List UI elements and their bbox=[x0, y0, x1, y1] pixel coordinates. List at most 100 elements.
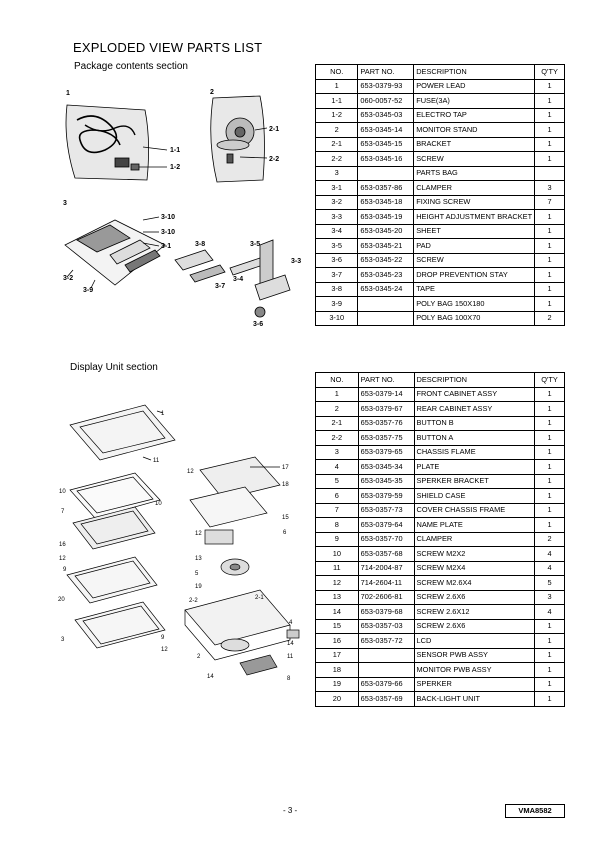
cell-part-no: 653-0345-14 bbox=[357, 122, 415, 138]
cell-qty: 1 bbox=[534, 662, 565, 678]
cell-no: 2-2 bbox=[315, 430, 359, 446]
cell-description: POLY BAG 150X180 bbox=[413, 296, 536, 312]
cell-no: 13 bbox=[315, 589, 359, 605]
lcd-illustration bbox=[72, 506, 156, 550]
cell-no: 3-4 bbox=[314, 223, 359, 239]
cell-description: BACK-LIGHT UNIT bbox=[413, 691, 536, 707]
cell-qty: 1 bbox=[534, 459, 565, 475]
callout-label: 3-4 bbox=[233, 276, 243, 283]
cell-no: 3-8 bbox=[314, 281, 359, 297]
cell-no: 3 bbox=[314, 165, 359, 181]
display-parts-table: NO. PART NO. DESCRIPTION Q'TY 1 653-0379-… bbox=[315, 372, 565, 707]
cell-part-no: 653-0379-59 bbox=[357, 488, 415, 504]
cell-description: SCREW M2X4 bbox=[413, 560, 536, 576]
package-contents-drawing: 1 1-1 1-2 2 2-1 2-2 3 3-10 3-10 3-1 3-2 … bbox=[63, 89, 301, 328]
cell-description: CHASSIS FLAME bbox=[413, 444, 536, 460]
callout-label: 3-5 bbox=[250, 241, 260, 248]
cell-part-no: 653-0345-15 bbox=[357, 136, 415, 152]
cell-qty bbox=[534, 165, 565, 181]
callout-label: 1 bbox=[66, 90, 70, 97]
cell-part-no: 653-0357-76 bbox=[357, 415, 415, 431]
callout-label: 10 bbox=[59, 489, 66, 495]
cell-qty: 1 bbox=[534, 473, 565, 489]
cell-qty: 1 bbox=[534, 223, 565, 239]
cell-description: MONITOR STAND bbox=[413, 122, 536, 138]
cell-part-no: 653-0379-67 bbox=[357, 401, 415, 417]
cell-qty: 1 bbox=[534, 252, 565, 268]
callout-label: 12 bbox=[161, 647, 168, 653]
callout-label: 7 bbox=[61, 509, 65, 515]
cell-part-no: 653-0345-23 bbox=[357, 267, 415, 283]
col-header-no: NO. bbox=[314, 64, 359, 80]
cell-qty: 1 bbox=[534, 488, 565, 504]
cell-no: 4 bbox=[315, 459, 359, 475]
callout-label: 3-10 bbox=[161, 214, 175, 221]
callout-label: 3-3 bbox=[291, 258, 301, 265]
cell-qty: 1 bbox=[534, 430, 565, 446]
cell-no: 1-2 bbox=[314, 107, 359, 123]
model-number-box: VMA8582 bbox=[505, 804, 565, 818]
cell-description: SCREW bbox=[413, 252, 536, 268]
callout-label: 3-7 bbox=[215, 283, 225, 290]
cell-part-no: 653-0379-68 bbox=[357, 604, 415, 620]
callout-label: 2-1 bbox=[255, 595, 264, 601]
callout-label: 16 bbox=[59, 542, 66, 548]
callout-label: 14 bbox=[207, 674, 214, 680]
cell-description: CLAMPER bbox=[413, 531, 536, 547]
cell-part-no bbox=[357, 165, 415, 181]
callout-label: 12 bbox=[187, 469, 194, 475]
cell-description: POWER LEAD bbox=[413, 78, 536, 94]
callout-label: 2 bbox=[210, 89, 214, 96]
cell-part-no bbox=[357, 662, 415, 678]
callout-label: 1 bbox=[161, 411, 165, 417]
cell-description: ELECTRO TAP bbox=[413, 107, 536, 123]
display-section-heading: Display Unit section bbox=[70, 362, 158, 373]
cell-description: SCREW 2.6X6 bbox=[413, 589, 536, 605]
cell-qty: 1 bbox=[534, 107, 565, 123]
callout-label: 10 bbox=[155, 501, 162, 507]
cell-part-no: 653-0345-03 bbox=[357, 107, 415, 123]
cell-no: 17 bbox=[315, 647, 359, 663]
cell-no: 1 bbox=[314, 78, 359, 94]
cell-part-no: 653-0357-73 bbox=[357, 502, 415, 518]
cell-description: LCD bbox=[413, 633, 536, 649]
cell-no: 10 bbox=[315, 546, 359, 562]
cell-part-no: 653-0357-03 bbox=[357, 618, 415, 634]
cell-qty: 5 bbox=[534, 575, 565, 591]
cell-no: 14 bbox=[315, 604, 359, 620]
cell-part-no: 653-0357-70 bbox=[357, 531, 415, 547]
cell-qty: 1 bbox=[534, 647, 565, 663]
cell-qty: 4 bbox=[534, 604, 565, 620]
cell-part-no: 653-0345-18 bbox=[357, 194, 415, 210]
cell-qty: 1 bbox=[534, 444, 565, 460]
callout-label: 18 bbox=[282, 482, 289, 488]
table-header-row: NO. PART NO. DESCRIPTION Q'TY bbox=[315, 372, 565, 388]
col-header-part-no: PART NO. bbox=[357, 64, 415, 80]
cell-part-no: 653-0345-16 bbox=[357, 151, 415, 167]
callout-label: 14 bbox=[287, 641, 294, 647]
cell-no: 7 bbox=[315, 502, 359, 518]
page-title: EXPLODED VIEW PARTS LIST bbox=[73, 40, 263, 55]
cell-description: NAME PLATE bbox=[413, 517, 536, 533]
display-unit-exploded-drawing: 1 11 10 10 7 16 12 9 20 3 9 12 12 17 18 … bbox=[58, 404, 300, 682]
col-header-part-no: PART NO. bbox=[357, 372, 415, 388]
cell-qty: 1 bbox=[534, 401, 565, 417]
cell-description: TAPE bbox=[413, 281, 536, 297]
callout-label: 11 bbox=[153, 458, 160, 464]
cell-description: SHEET bbox=[413, 223, 536, 239]
cell-part-no: 653-0357-72 bbox=[357, 633, 415, 649]
callout-label: 1-1 bbox=[170, 147, 180, 154]
